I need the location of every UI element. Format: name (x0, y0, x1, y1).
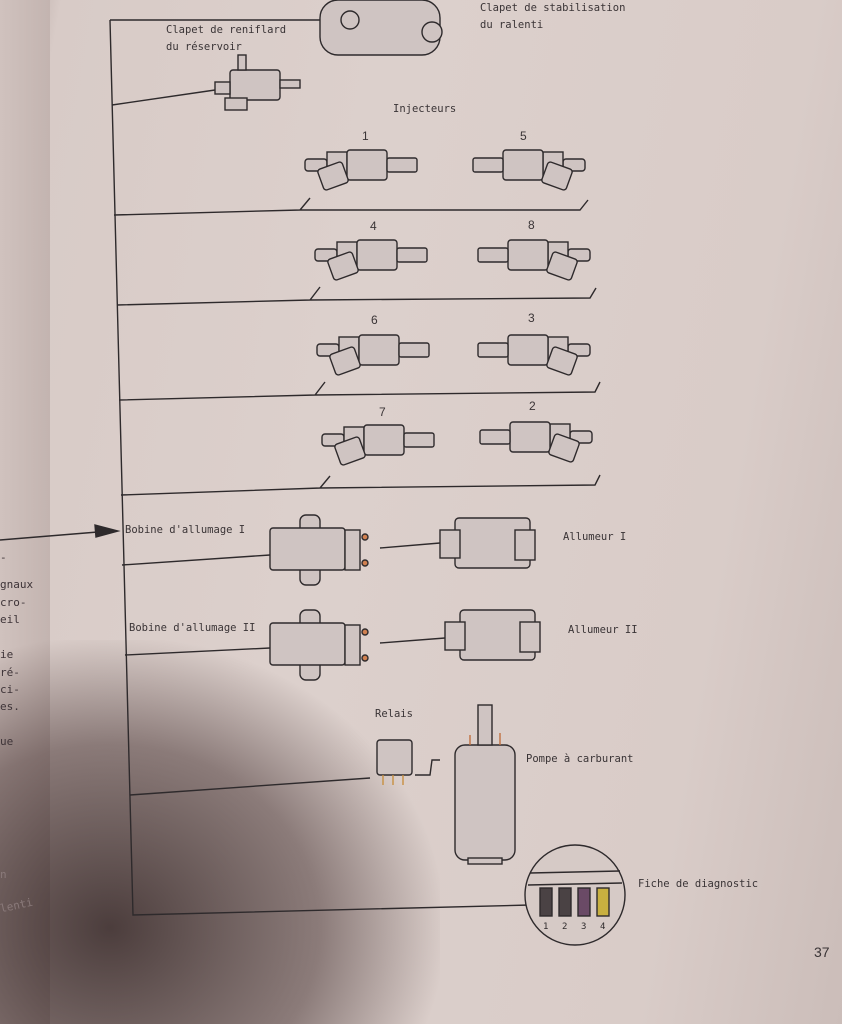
diagnostic-pin (577, 887, 591, 917)
branch-bobine-2 (124, 647, 271, 656)
label-clapet-stabilisation: Clapet de stabilisation du ralenti (480, 0, 625, 34)
ignition-wire-1 (379, 542, 441, 549)
diagnostic-pin (596, 887, 610, 917)
margin-text-fragment: eil (0, 613, 20, 626)
injector-7-drawing (321, 424, 435, 466)
margin-text-fragment: ie (0, 648, 14, 661)
injector-number: 4 (370, 219, 377, 233)
branch-injectors-4-8 (116, 286, 597, 306)
margin-text-fragment: ue (0, 735, 14, 748)
injector-5-drawing (472, 149, 586, 191)
diagnostic-pin-number: 1 (543, 922, 548, 932)
branch-reniflard (111, 89, 216, 106)
injector-2-drawing (479, 421, 593, 463)
ignition-coil-2-drawing (269, 609, 369, 681)
relay-drawing (376, 739, 413, 785)
branch-injectors-1-5 (113, 197, 589, 216)
label-bobine-1: Bobine d'allumage I (125, 524, 246, 536)
arrow-line (0, 530, 111, 541)
injector-number: 2 (529, 399, 536, 413)
margin-text-fragment: n (0, 868, 7, 881)
margin-text-fragment: gnaux (0, 578, 34, 591)
page-number: 37 (814, 944, 830, 960)
injector-1-drawing (304, 149, 418, 191)
margin-text-fragment: - (0, 551, 7, 564)
diagnostic-connector-drawing: 1 2 3 4 (524, 844, 626, 946)
injector-4-drawing (314, 239, 428, 281)
label-injecteurs: Injecteurs (393, 103, 457, 115)
branch-injectors-7-2 (120, 474, 601, 496)
label-allumeur-2: Allumeur II (568, 624, 638, 636)
injector-6-drawing (316, 334, 430, 376)
ignition-coil-1-drawing (269, 514, 369, 586)
label-line: Clapet de stabilisation (480, 2, 626, 14)
main-harness-line (109, 19, 531, 916)
injector-number: 7 (379, 405, 386, 419)
label-line: du réservoir (166, 41, 242, 53)
margin-text-fragment: ci- (0, 683, 20, 696)
relais-pump-wire (415, 759, 440, 776)
injector-number: 6 (371, 313, 378, 327)
arrow-head (94, 524, 121, 538)
fuel-pump-drawing (454, 704, 516, 865)
label-line: du ralenti (480, 19, 544, 31)
branch-relais (129, 777, 371, 796)
stabilisation-valve-drawing (319, 0, 443, 56)
margin-text-fragment: cro- (0, 596, 27, 609)
branch-bobine-1 (121, 554, 271, 566)
label-bobine-2: Bobine d'allumage II (129, 622, 256, 634)
reniflard-valve-drawing (214, 54, 301, 111)
injector-number: 1 (362, 129, 369, 143)
margin-text-fragment: es. (0, 700, 20, 713)
diagnostic-pin-number: 4 (600, 922, 605, 932)
diagnostic-pin-number: 2 (562, 922, 567, 932)
injector-number: 3 (528, 311, 535, 325)
injector-number: 8 (528, 218, 535, 232)
photo-shadow (0, 640, 440, 1024)
label-fiche-diagnostic: Fiche de diagnostic (638, 878, 759, 890)
label-pompe: Pompe à carburant (526, 753, 634, 765)
margin-text-fragment: ré- (0, 666, 20, 679)
diagnostic-pin-number: 3 (581, 922, 586, 932)
label-clapet-reniflard: Clapet de reniflard du réservoir (166, 22, 286, 56)
label-allumeur-1: Allumeur I (563, 531, 627, 543)
label-relais: Relais (375, 708, 413, 720)
diagnostic-pin (539, 887, 553, 917)
ignition-wire-2 (379, 637, 446, 644)
distributor-1-drawing (439, 517, 536, 569)
label-line: Clapet de reniflard (166, 24, 287, 36)
diagnostic-pin (558, 887, 572, 917)
injector-8-drawing (477, 239, 591, 281)
injector-3-drawing (477, 334, 591, 376)
distributor-2-drawing (444, 609, 541, 661)
branch-injectors-6-3 (118, 381, 601, 401)
injector-number: 5 (520, 129, 527, 143)
